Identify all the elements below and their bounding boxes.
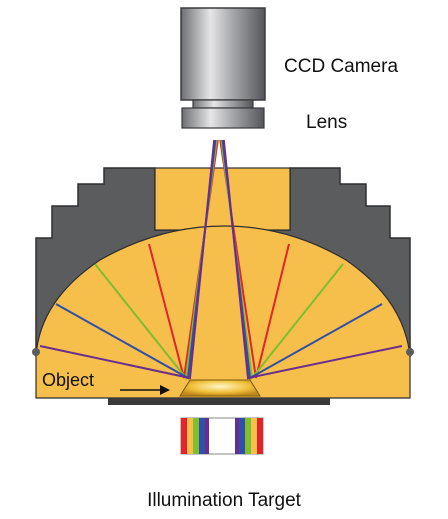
- ccd-camera-icon: [180, 7, 266, 109]
- left-cap: [32, 348, 40, 356]
- ray-3-1: [222, 139, 403, 380]
- ray-3-0: [39, 139, 216, 380]
- object: [179, 379, 261, 397]
- illumination-target-icon: [180, 417, 264, 455]
- lens-icon: [181, 107, 265, 129]
- lens-window: [154, 167, 291, 231]
- dome-interior: [32, 167, 414, 399]
- lens-label: Lens: [306, 112, 347, 133]
- light-rays: [39, 139, 403, 381]
- dome-fill: [35, 225, 411, 399]
- object-label: Object: [42, 370, 94, 390]
- object-arrow-icon: [120, 385, 170, 395]
- target-label: Illumination Target: [147, 490, 302, 511]
- camera-label: CCD Camera: [284, 56, 398, 77]
- right-cap: [406, 348, 414, 356]
- stage-plate: [108, 398, 330, 405]
